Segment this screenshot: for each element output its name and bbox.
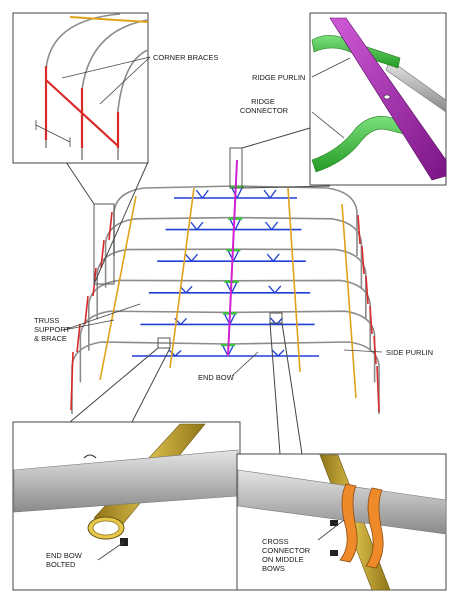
cross-connector-marker (269, 312, 283, 324)
truss-supports (132, 185, 319, 357)
end-bow-bolted-label: END BOW BOLTED (46, 551, 84, 569)
truss-brace (277, 349, 285, 357)
truss-brace (263, 189, 271, 199)
truss-brace (265, 221, 273, 231)
cross-connector-label-line2: CONNECTOR (262, 546, 311, 555)
ridge-purlin-label: RIDGE PURLIN (252, 73, 305, 82)
corner-brace-marker (93, 203, 115, 285)
end-bow-inset (12, 421, 241, 591)
end-bow-label: END BOW (198, 373, 235, 382)
main-frame (70, 147, 380, 414)
truss-brace (271, 221, 279, 231)
ridge-connector-label-line2: CONNECTOR (240, 106, 289, 115)
truss-brace (271, 349, 279, 357)
ridge-detail-inset (309, 12, 447, 186)
end-bow-bolt-marker (157, 337, 171, 349)
diagram-labels: CORNER BRACES RIDGE PURLIN RIDGE CONNECT… (34, 53, 433, 573)
side-purlin-label: SIDE PURLIN (386, 348, 433, 357)
corner-braces-label: CORNER BRACES (153, 53, 218, 62)
cross-connector-inset (236, 453, 447, 591)
truss-brace (174, 317, 182, 325)
truss-brace (190, 221, 198, 231)
truss-brace (174, 349, 182, 357)
side-purlin-line (287, 187, 301, 373)
truss-support-label-line3: & BRACE (34, 334, 67, 343)
truss-support-label-line2: SUPPORT (34, 325, 71, 334)
ridge-connector-marker (229, 147, 243, 189)
main-callout-leaders (63, 303, 383, 377)
callout-leaders (65, 127, 331, 455)
cross-connector-label: CROSS CONNECTOR ON MIDDLE BOWS (262, 537, 312, 573)
ridge-connector-label-line1: RIDGE (251, 97, 275, 106)
truss-brace (195, 189, 203, 199)
end-bow-bolted-label-line2: BOLTED (46, 560, 76, 569)
cross-connector-label-line3: ON MIDDLE (262, 555, 304, 564)
truss-brace (184, 253, 192, 262)
truss-brace (269, 189, 277, 199)
truss-brace (268, 285, 276, 294)
corner-braces-inset (12, 12, 151, 164)
truss-brace (180, 317, 188, 325)
truss-brace (190, 253, 198, 262)
side-purlin-line (169, 187, 195, 369)
truss-brace (272, 253, 280, 262)
corner-braces-main (70, 211, 380, 413)
end-bow-bolted-label-line1: END BOW (46, 551, 83, 560)
side-purlin-line (99, 195, 137, 381)
ridge-connector-label: RIDGE CONNECTOR (240, 97, 289, 115)
truss-brace (266, 253, 274, 262)
side-purlin-line (341, 203, 357, 399)
side-purlins (99, 187, 357, 399)
truss-brace (201, 189, 209, 199)
truss-brace (274, 285, 282, 294)
cross-connector-label-line1: CROSS (262, 537, 289, 546)
truss-brace (185, 285, 193, 294)
truss-brace (196, 221, 204, 231)
cross-connector-label-line4: BOWS (262, 564, 285, 573)
truss-support-label-line1: TRUSS (34, 316, 59, 325)
ridge-purlin-line (227, 159, 238, 357)
truss-support-label: TRUSS SUPPORT & BRACE (34, 316, 72, 343)
